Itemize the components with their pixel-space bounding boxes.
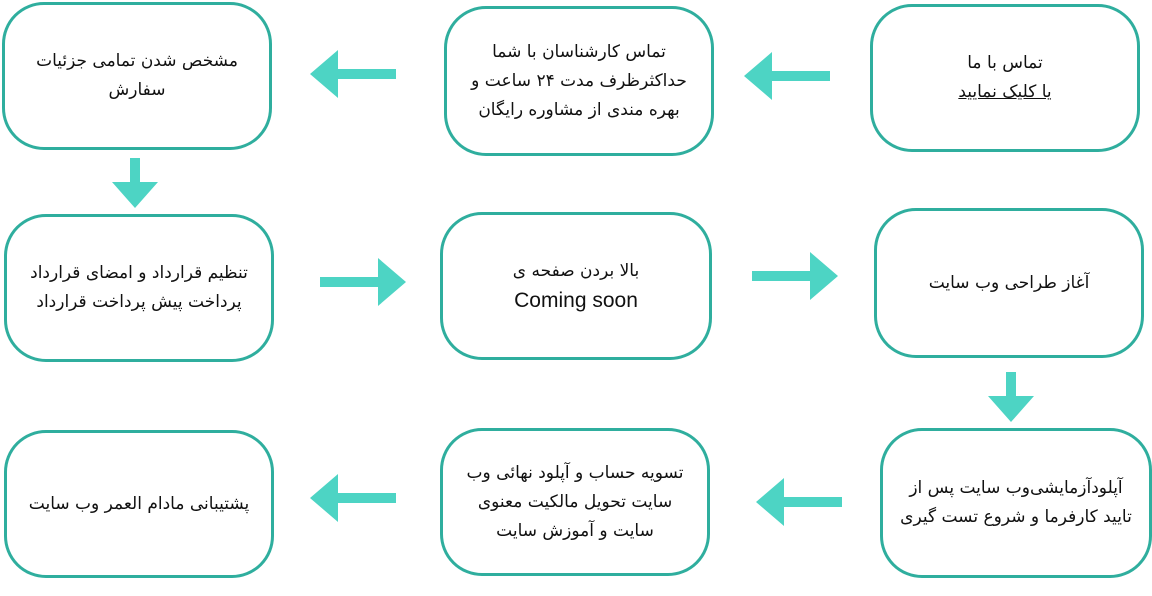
step-start-design-line-1: آغاز طراحی وب سایت	[928, 272, 1090, 293]
step-contract-line-1: تنظیم قرارداد و امضای قرارداد	[30, 263, 248, 283]
arrow-shape	[310, 50, 396, 98]
arrow-shape	[756, 478, 842, 526]
step-lifetime-support-line-1: پشتیبانی مادام العمر وب سایت	[28, 493, 250, 514]
step-lifetime-support: پشتیبانی مادام العمر وب سایت	[4, 430, 274, 578]
step-coming-soon-line-1: بالا بردن صفحه ی	[512, 261, 640, 281]
step-expert-contact: تماس کارشناسان با شما حداکثرظرف مدت ۲۴ س…	[444, 6, 714, 156]
arrow-down-icon	[112, 158, 158, 208]
step-contact-us-line-1: تماس با ما	[967, 53, 1043, 73]
arrow-left-icon	[310, 474, 396, 522]
step-final-delivery-line-3: سایت و آموزش سایت	[496, 520, 654, 541]
step-final-delivery-line-1: تسویه حساب و آپلود نهائی وب	[466, 462, 684, 483]
arrow-left-icon	[310, 50, 396, 98]
step-contract-line-2: پرداخت پیش پرداخت قرارداد	[36, 292, 242, 312]
step-expert-contact-line-2: حداکثرظرف مدت ۲۴ ساعت و	[471, 70, 687, 91]
step-final-delivery: تسویه حساب و آپلود نهائی وب سایت تحویل م…	[440, 428, 710, 576]
step-expert-contact-line-1: تماس کارشناسان با شما	[492, 41, 666, 62]
step-order-details-line-1: مشخص شدن تمامی جزئیات	[36, 51, 238, 71]
arrow-shape	[112, 158, 158, 208]
step-test-upload-line-2: تایید کارفرما و شروع تست گیری	[900, 507, 1132, 527]
arrow-right-icon	[752, 252, 838, 300]
step-start-design: آغاز طراحی وب سایت	[874, 208, 1144, 358]
step-contact-us: تماس با ما یا کلیک نمایید	[870, 4, 1140, 152]
step-test-upload: آپلودآزمایشی‌وب سایت پس از تایید کارفرما…	[880, 428, 1152, 578]
step-expert-contact-line-3: بهره مندی از مشاوره رایگان	[478, 99, 680, 120]
arrow-left-icon	[744, 52, 830, 100]
step-order-details: مشخص شدن تمامی جزئیات سفارش	[2, 2, 272, 150]
arrow-shape	[744, 52, 830, 100]
click-here-link[interactable]: یا کلیک نمایید	[958, 82, 1052, 102]
step-order-details-line-2: سفارش	[108, 80, 166, 100]
arrow-left-icon	[756, 478, 842, 526]
step-contract: تنظیم قرارداد و امضای قرارداد پرداخت پیش…	[4, 214, 274, 362]
step-final-delivery-line-2: سایت تحویل مالکیت معنوی	[477, 491, 673, 512]
arrow-down-icon	[988, 372, 1034, 422]
arrow-shape	[310, 474, 396, 522]
step-test-upload-line-1: آپلودآزمایشی‌وب سایت پس از	[909, 478, 1123, 498]
step-coming-soon-line-2: Coming soon	[514, 289, 638, 312]
arrow-shape	[320, 258, 406, 306]
step-coming-soon: بالا بردن صفحه ی Coming soon	[440, 212, 712, 360]
arrow-shape	[988, 372, 1034, 422]
arrow-right-icon	[320, 258, 406, 306]
arrow-shape	[752, 252, 838, 300]
